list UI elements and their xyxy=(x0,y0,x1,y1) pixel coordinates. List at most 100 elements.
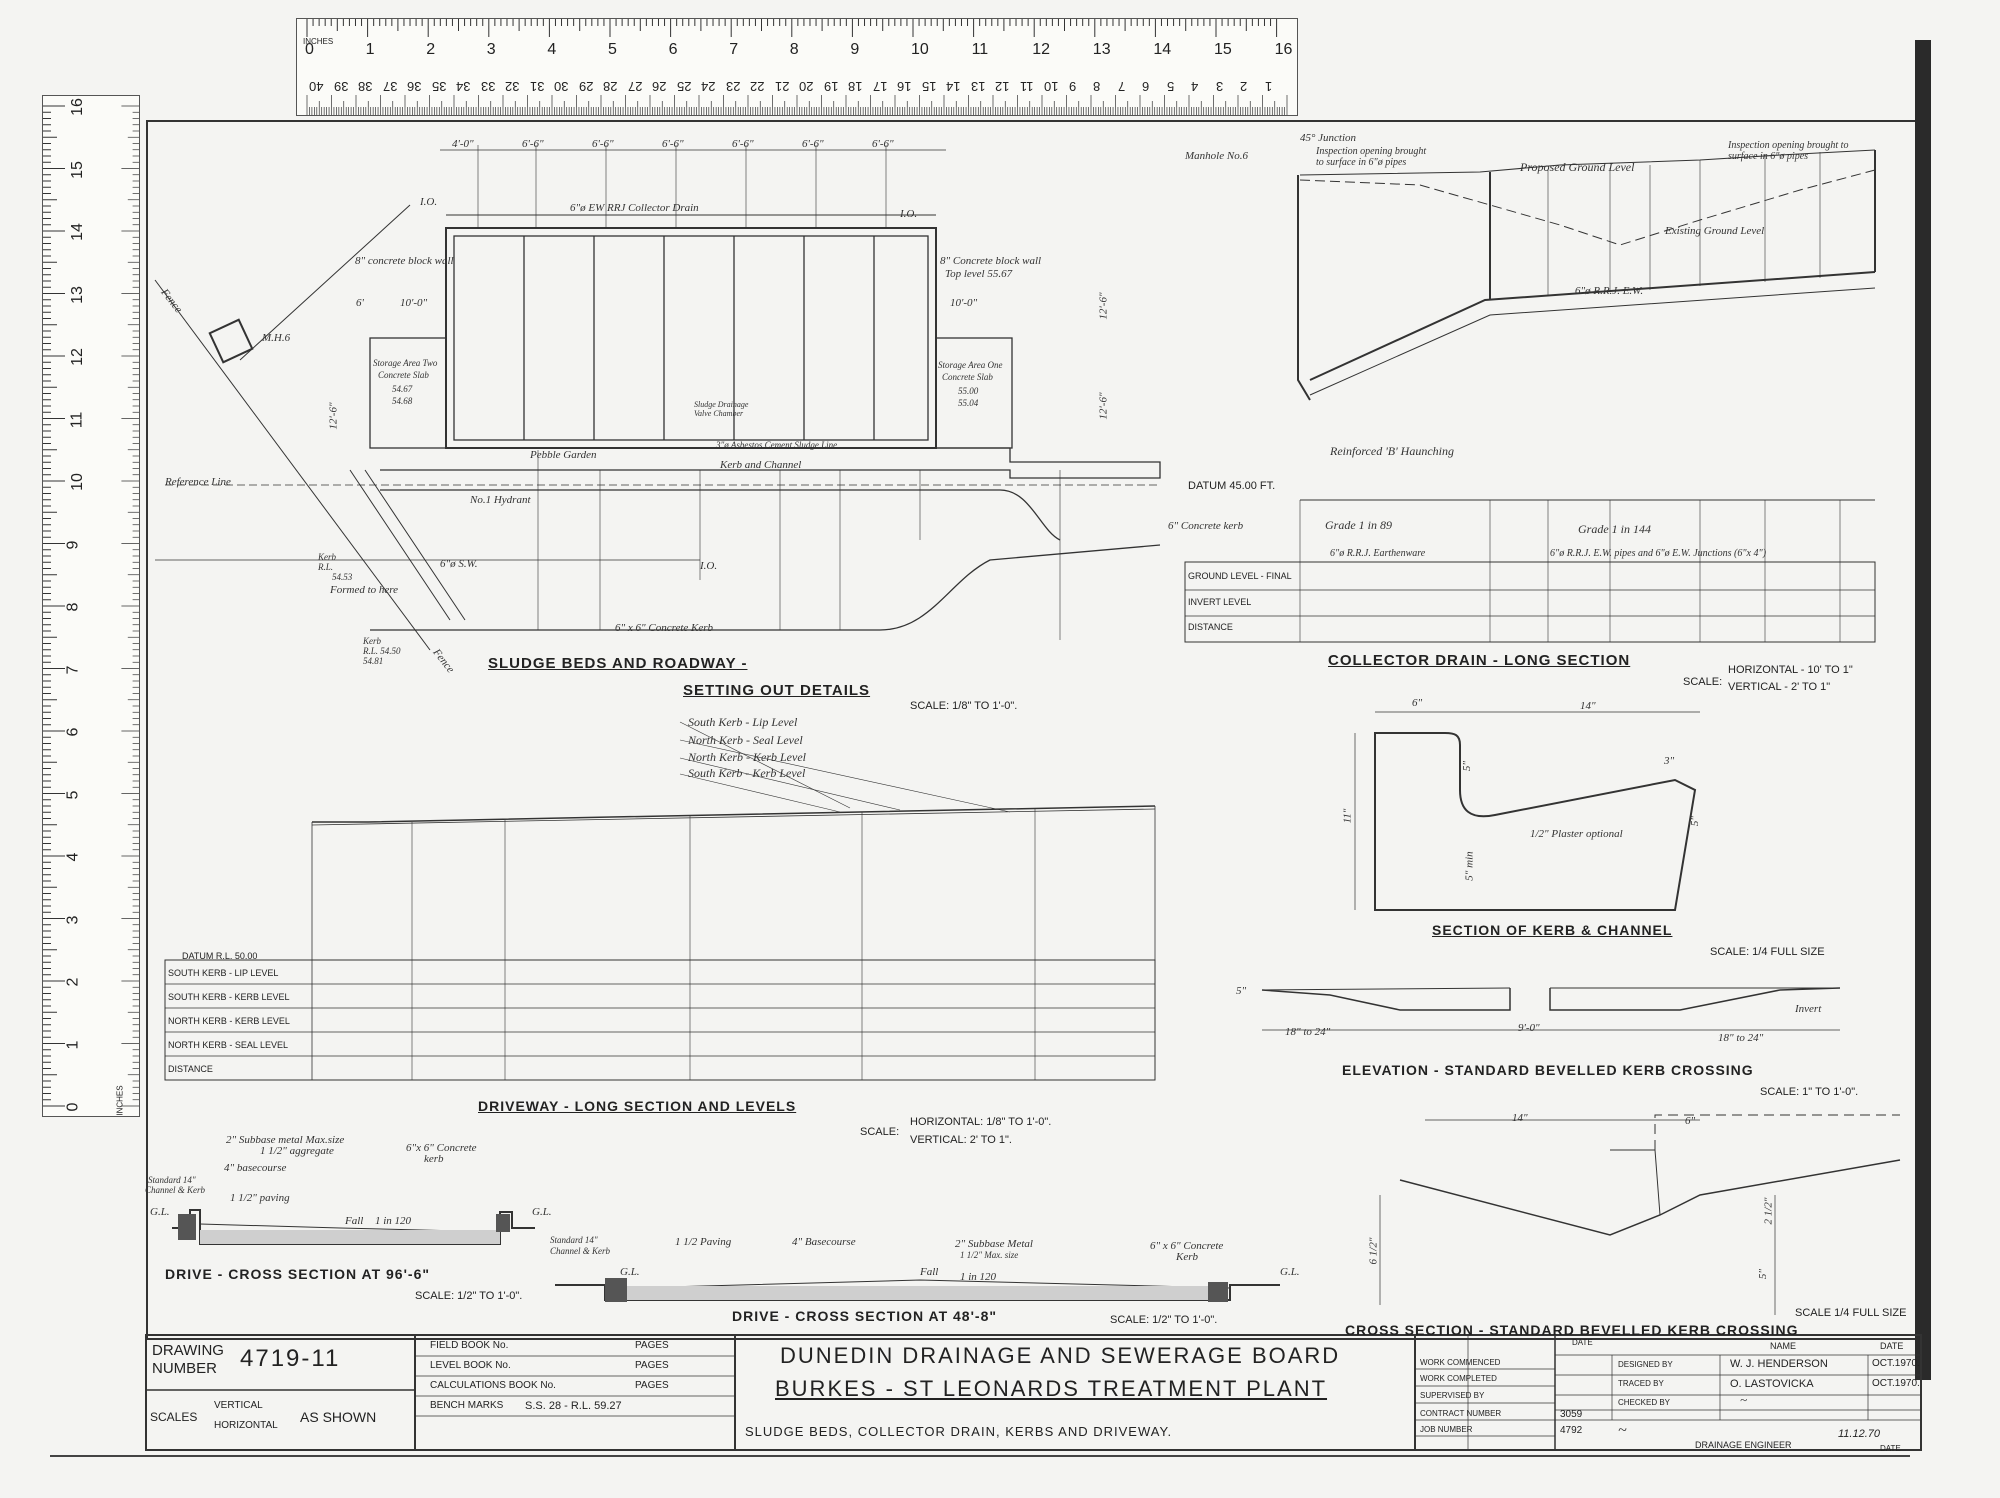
roadway-kerb-bottom xyxy=(370,544,1161,631)
drive-96-scale: SCALE: 1/2" TO 1'-0". xyxy=(415,1290,523,1302)
collector-row-ground: GROUND LEVEL - FINAL xyxy=(1188,571,1292,581)
collector-pipe-line xyxy=(1309,271,1876,381)
storage-one-level-b: 55.04 xyxy=(958,398,979,408)
top-ruler-inch-1: 1 xyxy=(365,41,375,58)
d48-subbase: 2" Subbase Metal xyxy=(955,1238,1033,1250)
top-ruler-inch-11: 11 xyxy=(971,41,989,58)
job-label: JOB NUMBER xyxy=(1420,1425,1473,1434)
top-ruler-inch-16: 16 xyxy=(1274,41,1293,58)
d96-std: Standard 14" xyxy=(148,1175,196,1185)
conc-kerb-label: 6" x 6" Concrete Kerb xyxy=(615,622,714,634)
conc-wall-left-label: 8" concrete block wall xyxy=(355,255,454,267)
checked-signature: ~ xyxy=(1740,1392,1748,1407)
bed-width-dim-1: 6'-6" xyxy=(522,138,544,150)
d96-subbase-agg: 1 1/2" aggregate xyxy=(260,1145,334,1157)
top-ruler-inch-14: 14 xyxy=(1153,41,1172,58)
d48-std-2: Channel & Kerb xyxy=(550,1246,610,1256)
d48-gl-right: G.L. xyxy=(1280,1266,1300,1278)
job-value: 4792 xyxy=(1560,1425,1583,1436)
top-ruler-inch-6: 6 xyxy=(668,41,678,58)
d48-grade: 1 in 120 xyxy=(960,1271,997,1283)
bevelled-cross-title: CROSS SECTION - STANDARD BEVELLED KERB C… xyxy=(1345,1322,1799,1338)
top-ruler-inch-5: 5 xyxy=(608,41,617,58)
storage-one-slab: Concrete Slab xyxy=(942,372,993,382)
sw-label: 6"ø S.W. xyxy=(440,558,478,570)
pipe-2-label: 6"ø R.R.J. E.W. pipes and 6"ø E.W. Junct… xyxy=(1550,548,1767,559)
sludge-beds-title: SLUDGE BEDS AND ROADWAY - xyxy=(488,655,748,672)
driveway-scale-h: HORIZONTAL: 1/8" TO 1'-0". xyxy=(910,1116,1052,1128)
sheet-bottom-edge xyxy=(50,1455,1910,1457)
collector-scale-v: VERTICAL - 2' TO 1" xyxy=(1728,681,1831,693)
top-ruler-inch-0: 0 xyxy=(305,41,314,58)
d96-kerb: 6"x 6" Concrete xyxy=(406,1142,477,1154)
kerb-low-value: 54.81 xyxy=(363,656,384,666)
conc-block-wall-line xyxy=(239,204,411,361)
designed-date: OCT.1970. xyxy=(1872,1358,1920,1369)
reference-line-label: Reference Line xyxy=(165,476,231,488)
cross-dim-212: 2 1/2" xyxy=(1762,1197,1775,1225)
elev-dim-5: 5" xyxy=(1236,985,1247,997)
top-ruler-inch-4: 4 xyxy=(547,41,557,58)
scanner-edge xyxy=(1915,40,1931,1380)
bed-width-dim-5: 6'-6" xyxy=(802,138,824,150)
top-ruler-unit-label: INCHES xyxy=(303,37,334,46)
conc-kerb-right-label: 6" Concrete kerb xyxy=(1168,520,1244,532)
top-ruler-inch-8: 8 xyxy=(789,41,799,58)
work-commenced-label: WORK COMMENCED xyxy=(1420,1358,1501,1367)
kc-dim-3: 3" xyxy=(1664,755,1675,767)
kc-dim-11: 11" xyxy=(1341,808,1354,824)
collector-scale-label: SCALE: xyxy=(1683,676,1723,688)
kc-plaster-label: 1/2" Plaster optional xyxy=(1530,828,1623,840)
junction-label: 45° Junction xyxy=(1300,132,1357,144)
dim-12-a: 12'-6" xyxy=(327,402,340,430)
bevelled-cross-profile xyxy=(1399,1159,1901,1236)
d96-kerb-2: kerb xyxy=(424,1153,444,1165)
haunching-label: Reinforced 'B' Haunching xyxy=(1330,444,1454,458)
drive-48-basecourse-hatch xyxy=(610,1286,1225,1300)
kc-dim-5: 5" xyxy=(1461,760,1474,772)
storage-two-slab: Concrete Slab xyxy=(378,370,429,380)
d48-fall: Fall xyxy=(920,1266,939,1278)
drawing-label: DRAWING xyxy=(152,1342,224,1359)
existing-ground-line xyxy=(1299,169,1876,246)
storage-two-level-a: 54.67 xyxy=(392,384,413,394)
bed-width-dim-6: 6'-6" xyxy=(872,138,894,150)
cross-dim-6: 6" xyxy=(1685,1115,1696,1127)
grade-2-label: Grade 1 in 144 xyxy=(1578,522,1651,536)
storage-one-label: Storage Area One xyxy=(938,360,1003,370)
field-book-label: FIELD BOOK No. xyxy=(430,1340,509,1351)
top-ruler-inch-7: 7 xyxy=(729,41,739,58)
d96-grade: 1 in 120 xyxy=(375,1215,412,1227)
driveway-datum: DATUM R.L. 50.00 xyxy=(182,951,258,961)
d48-kerb-2: Kerb xyxy=(1176,1251,1198,1263)
top-ruler-inch-3: 3 xyxy=(486,41,496,58)
driveway-scale-label: SCALE: xyxy=(860,1126,900,1138)
driveway-level-table xyxy=(164,959,1156,1081)
driveway-kerb-lines xyxy=(312,805,1156,823)
cross-dim-5: 5" xyxy=(1757,1268,1770,1280)
collector-row-distance: DISTANCE xyxy=(1188,622,1233,632)
sludge-beds-subtitle: SETTING OUT DETAILS xyxy=(683,682,871,699)
drive-48-title: DRIVE - CROSS SECTION AT 48'-8" xyxy=(732,1308,998,1324)
collector-drain-title: COLLECTOR DRAIN - LONG SECTION xyxy=(1328,652,1631,669)
scales-vertical: VERTICAL xyxy=(214,1400,263,1411)
d96-fall: Fall xyxy=(345,1215,364,1227)
pebble-garden-label: Pebble Garden xyxy=(530,449,597,461)
d48-subbase-2: 1 1/2" Max. size xyxy=(960,1250,1019,1260)
inspection-right-label: Inspection opening brought to surface in… xyxy=(1728,140,1849,162)
bench-marks-value: S.S. 28 - R.L. 59.27 xyxy=(525,1400,622,1412)
top-ruler-ticks xyxy=(306,19,1288,115)
roadway-curve xyxy=(380,489,1061,541)
ac-line-label: 3"ø Asbestos Cement Sludge Line xyxy=(716,440,838,450)
driveway-legend-1: South Kerb - Lip Level xyxy=(688,715,798,729)
level-book-label: LEVEL BOOK No. xyxy=(430,1360,511,1371)
date-header-2: DATE xyxy=(1880,1341,1904,1351)
kerb-rl-value: 54.53 xyxy=(332,572,353,582)
top-ruler-inch-9: 9 xyxy=(850,41,860,58)
io-mid-label: I.O. xyxy=(700,560,718,572)
top-ruler-inch-2: 2 xyxy=(426,41,436,58)
kc-dim-5b: 5" xyxy=(1689,815,1702,827)
cross-dim-612: 6 1/2" xyxy=(1367,1237,1380,1265)
kc-dim-6: 6" xyxy=(1412,697,1423,709)
top-ruler-inch-12: 12 xyxy=(1032,41,1050,58)
